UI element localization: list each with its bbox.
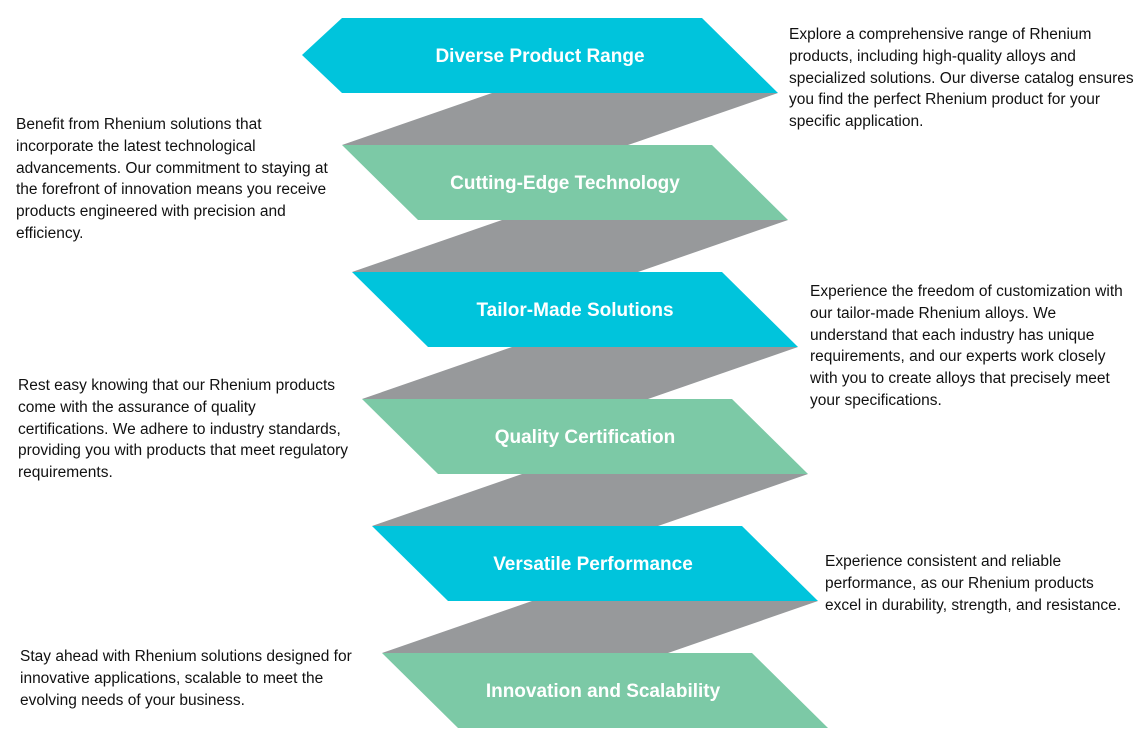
band-cutting-edge-technology: Cutting-Edge Technology [342, 145, 788, 220]
connector-2-3 [352, 220, 788, 272]
band-diverse-product-range: Diverse Product Range [302, 18, 778, 93]
connector-3-4 [362, 347, 798, 399]
band-title: Diverse Product Range [435, 46, 644, 67]
description-versatile-performance: Experience consistent and reliable perfo… [825, 553, 1122, 614]
band-innovation-and-scalability: Innovation and Scalability [382, 653, 828, 728]
description-cutting-edge-technology: Benefit from Rhenium solutions that inco… [16, 116, 328, 242]
band-versatile-performance: Versatile Performance [372, 526, 818, 601]
band-title: Cutting-Edge Technology [450, 173, 680, 194]
description-quality-certification: Rest easy knowing that our Rhenium produ… [18, 377, 348, 482]
connector-4-5 [372, 474, 808, 526]
band-title: Quality Certification [495, 427, 676, 448]
description-innovation-and-scalability: Stay ahead with Rhenium solutions design… [20, 648, 352, 709]
band-quality-certification: Quality Certification [362, 399, 808, 474]
connector-5-6 [382, 601, 818, 653]
band-tailor-made-solutions: Tailor-Made Solutions [352, 272, 798, 347]
description-diverse-product-range: Explore a comprehensive range of Rhenium… [789, 26, 1134, 131]
band-title: Innovation and Scalability [486, 681, 721, 702]
band-title: Versatile Performance [493, 554, 693, 575]
connector-1-2 [342, 93, 778, 145]
band-title: Tailor-Made Solutions [476, 300, 673, 321]
description-tailor-made-solutions: Experience the freedom of customization … [810, 283, 1123, 409]
